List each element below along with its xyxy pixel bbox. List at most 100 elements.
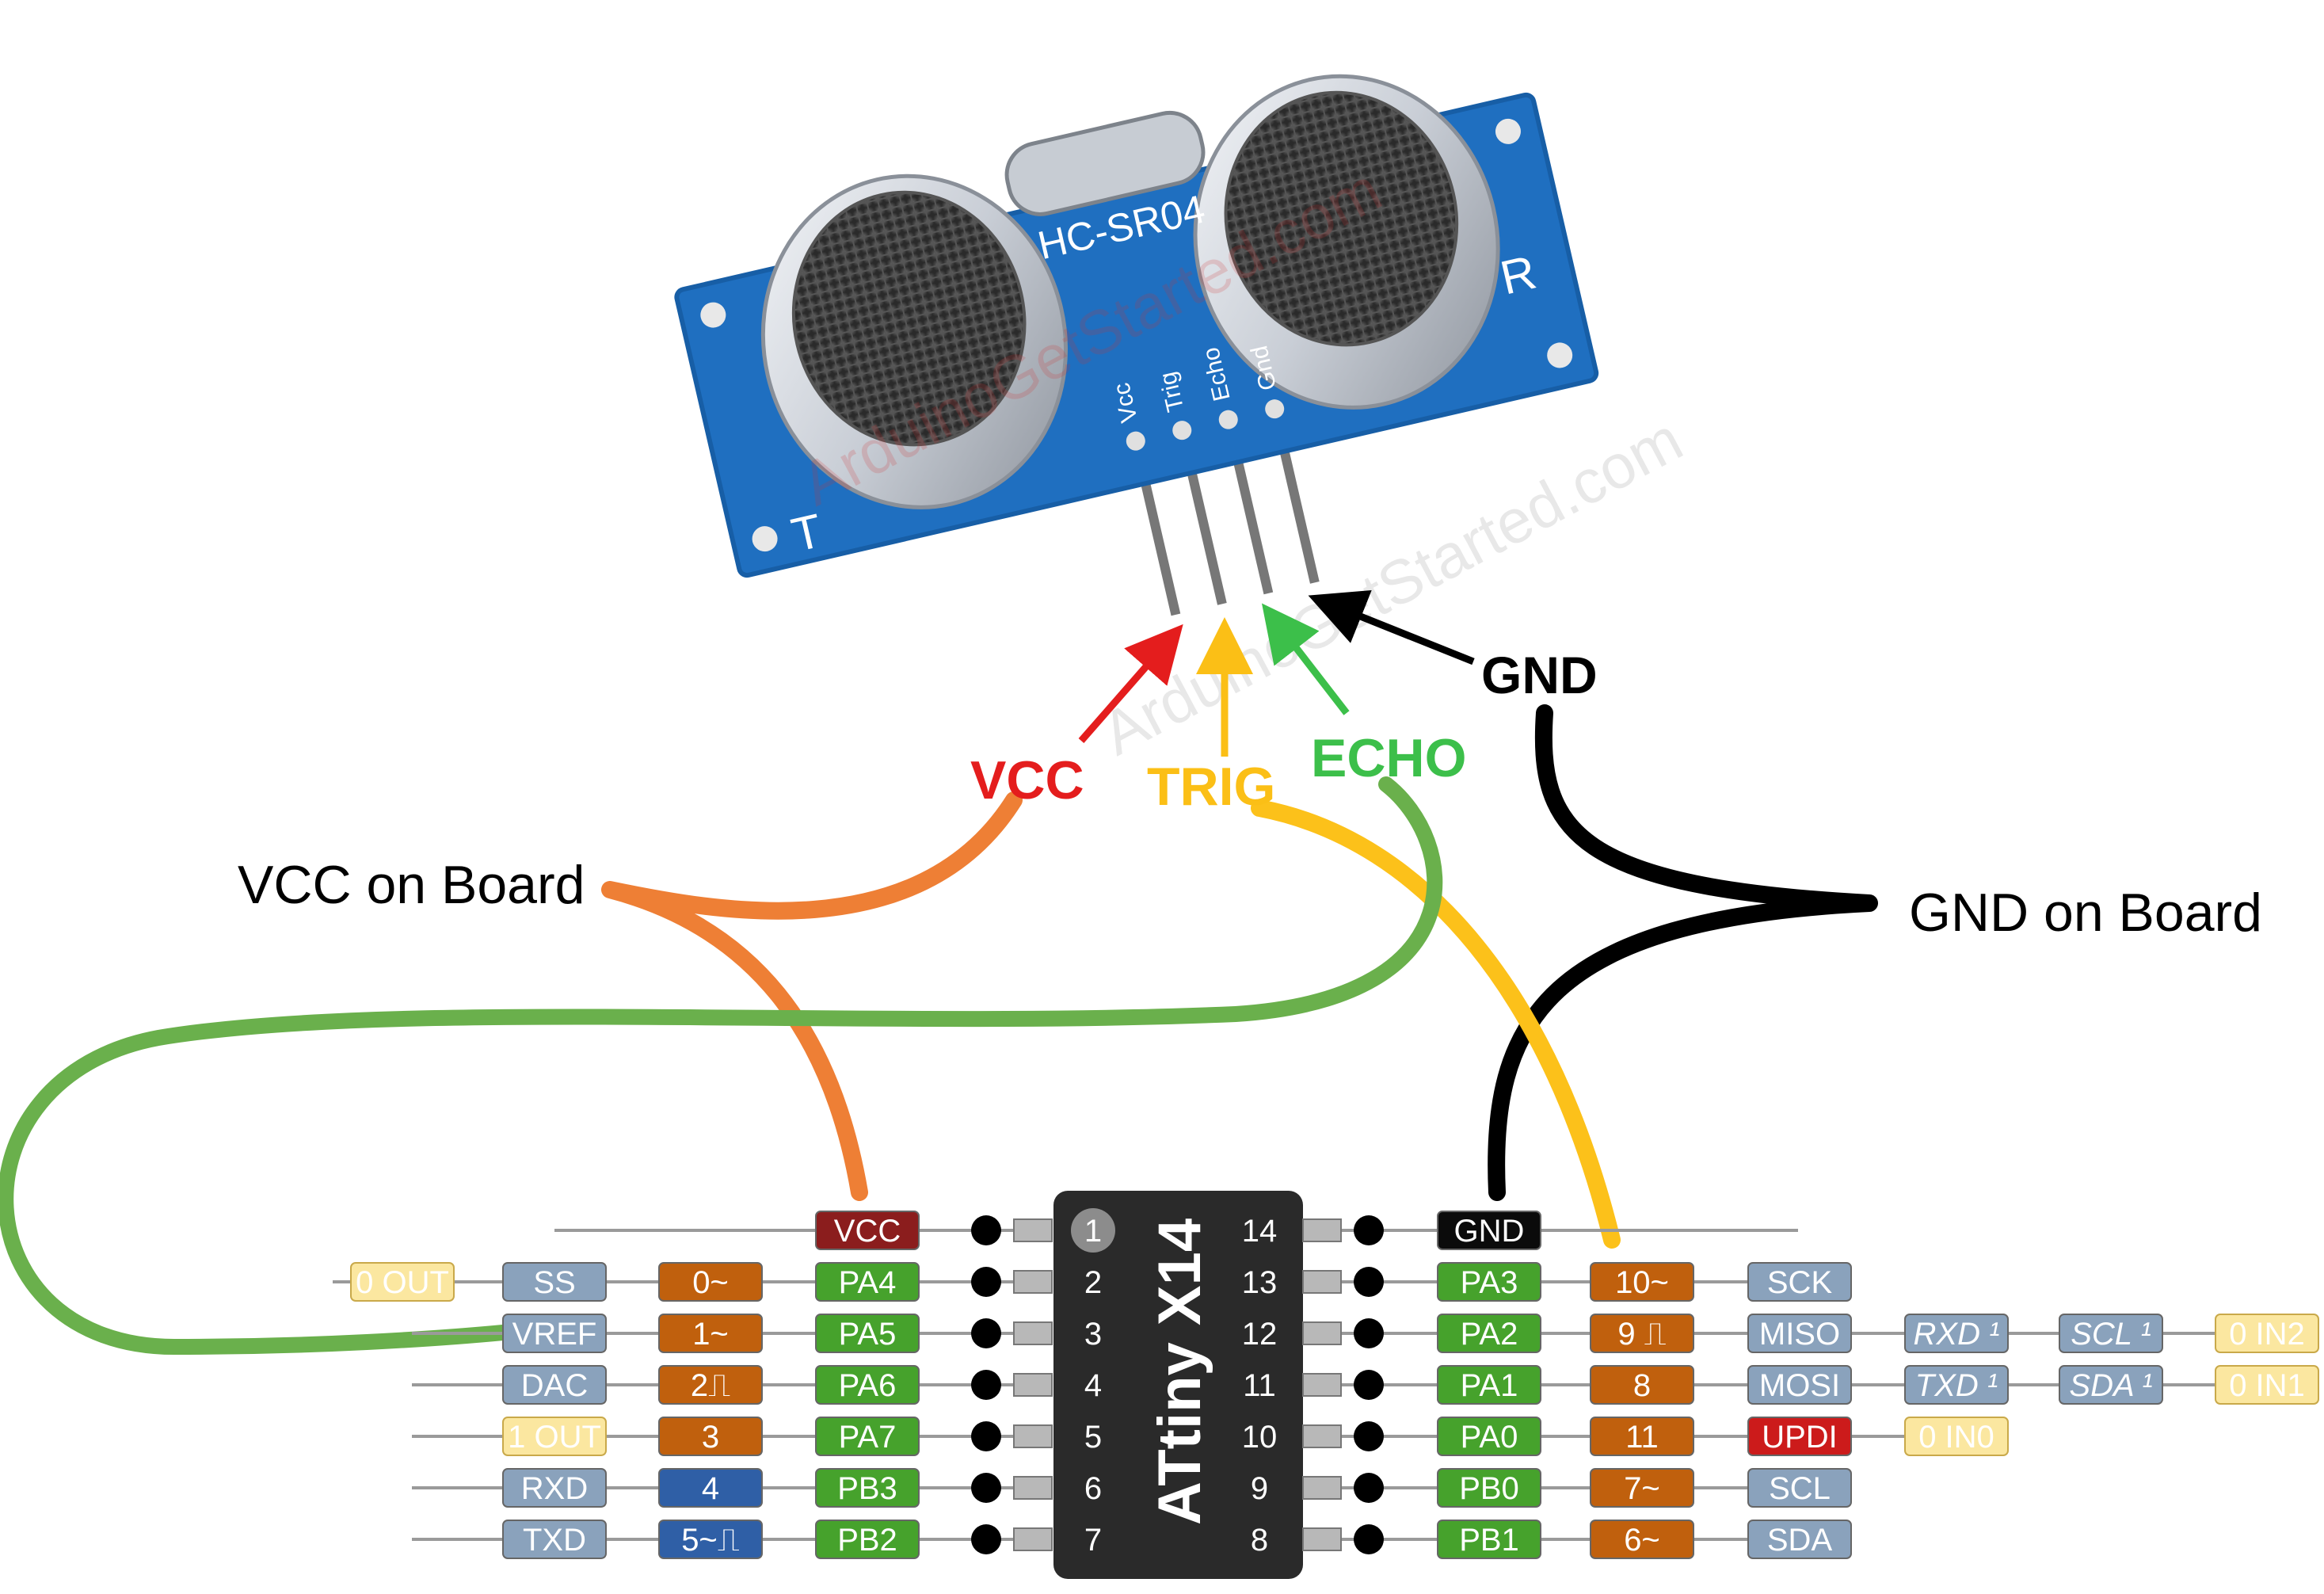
right-pin-14-leg — [1302, 1218, 1342, 1242]
left-pin-4-leg — [1013, 1373, 1053, 1397]
vcc-on-board-label: VCC on Board — [238, 855, 585, 915]
chip-pin-11-number: 11 — [1243, 1368, 1276, 1403]
gnd-wire — [1488, 704, 1878, 1201]
right-row-1-digital-box — [1590, 1262, 1694, 1302]
left-row-4-function-box — [502, 1417, 607, 1456]
left-pin-5-dot — [971, 1421, 1001, 1451]
right-pin-9-leg — [1302, 1476, 1342, 1500]
chip-pin-6-number: 6 — [1084, 1471, 1102, 1506]
left-pin-1-leg — [1013, 1218, 1053, 1242]
chip-pin-1-number: 1 — [1084, 1214, 1102, 1249]
pin1-marker — [1071, 1208, 1115, 1253]
left-row-4-function: 1 OUT — [508, 1420, 601, 1455]
right-row-4-function-box — [1747, 1417, 1852, 1456]
vcc-signal-label: VCC — [970, 750, 1084, 810]
left-row-4-port: PA7 — [839, 1420, 897, 1455]
right-row-5-digital: 7~ — [1624, 1471, 1660, 1506]
right-row-1-function-box — [1747, 1262, 1852, 1302]
right-row-3-function-box — [1747, 1365, 1852, 1405]
left-row-2-port: PA5 — [839, 1317, 897, 1352]
right-row-2-port: PA2 — [1461, 1317, 1518, 1352]
right-row-2-digital-box — [1590, 1314, 1694, 1353]
attiny-chip: ATtiny X14 — [1053, 1191, 1303, 1579]
right-row-2-function-box — [1747, 1314, 1852, 1353]
left-row-1-digital: 0~ — [692, 1265, 729, 1300]
right-row-6-function-box — [1747, 1520, 1852, 1559]
chip-pin-12-number: 12 — [1242, 1317, 1278, 1352]
right-row-3-function: MOSI — [1759, 1368, 1840, 1403]
echo-signal-label: ECHO — [1311, 728, 1466, 788]
chip-pin-5-number: 5 — [1084, 1420, 1102, 1455]
right-row-2-alt1: RXD ¹ — [1914, 1317, 2000, 1352]
right-pin-13-dot — [1354, 1267, 1384, 1297]
trig-signal-label: TRIG — [1147, 757, 1275, 817]
right-row-1-function: SCK — [1767, 1265, 1833, 1300]
right-pin-9-dot — [1354, 1473, 1384, 1503]
right-row-1-port-box — [1437, 1262, 1541, 1302]
left-row-1-digital-box — [658, 1262, 763, 1302]
right-row-4-function: UPDI — [1762, 1420, 1838, 1455]
right-row-3-extra: 0 IN1 — [2229, 1368, 2305, 1403]
right-row-2-alt2: SCL ¹ — [2071, 1317, 2151, 1352]
left-row-5-function: RXD — [521, 1471, 588, 1506]
chip-pin-3-number: 3 — [1084, 1317, 1102, 1352]
left-row-0-port-box — [815, 1211, 920, 1250]
left-row-1-function-box — [502, 1262, 607, 1302]
left-pin-6-leg — [1013, 1476, 1053, 1500]
left-pin-4-dot — [971, 1370, 1001, 1400]
wires — [0, 704, 1878, 1356]
left-pin-7-dot — [971, 1524, 1001, 1554]
right-pin-12-dot — [1354, 1318, 1384, 1348]
gnd-on-board-label: GND on Board — [1909, 883, 2262, 943]
receiver-transducer — [1193, 74, 1500, 410]
right-row-3-alt1-box — [1904, 1365, 2009, 1405]
right-row-1-port: PA3 — [1461, 1265, 1518, 1300]
right-row-2-extra-box — [2215, 1314, 2319, 1353]
left-row-0-port: VCC — [834, 1214, 901, 1249]
crystal — [1004, 110, 1206, 216]
chip-pin-13-number: 13 — [1242, 1265, 1278, 1300]
right-row-2-alt2-box — [2059, 1314, 2163, 1353]
right-row-2-alt1-box — [1904, 1314, 2009, 1353]
left-row-6-function: TXD — [523, 1523, 586, 1558]
left-row-1-port: PA4 — [839, 1265, 897, 1300]
left-row-4-port-box — [815, 1417, 920, 1456]
right-row-3-digital-box — [1590, 1365, 1694, 1405]
right-pin-14-dot — [1354, 1215, 1384, 1245]
left-row-5-port-box — [815, 1468, 920, 1508]
left-row-5-function-box — [502, 1468, 607, 1508]
left-pin-2-leg — [1013, 1270, 1053, 1294]
right-row-3-port-box — [1437, 1365, 1541, 1405]
right-pin-10-leg — [1302, 1424, 1342, 1448]
left-pin-1-dot — [971, 1215, 1001, 1245]
right-row-3-digital: 8 — [1633, 1368, 1651, 1403]
right-row-2-port-box — [1437, 1314, 1541, 1353]
right-row-2-digital: 9 ⎍ — [1617, 1317, 1666, 1352]
right-row-4-port-box — [1437, 1417, 1541, 1456]
right-row-5-digital-box — [1590, 1468, 1694, 1508]
right-pin-8-dot — [1354, 1524, 1384, 1554]
right-row-3-extra-box — [2215, 1365, 2319, 1405]
left-row-3-function: DAC — [521, 1368, 588, 1403]
vcc-wire — [601, 791, 1023, 1201]
right-row-1-digital: 10~ — [1615, 1265, 1669, 1300]
right-row-3-port: PA1 — [1461, 1368, 1518, 1403]
right-row-0-port: GND — [1454, 1214, 1525, 1249]
left-row-2-function: VREF — [512, 1317, 597, 1352]
chip-pin-4-number: 4 — [1084, 1368, 1102, 1403]
chip-pin-7-number: 7 — [1084, 1523, 1102, 1558]
right-row-2-function: MISO — [1759, 1317, 1840, 1352]
right-pin-13-leg — [1302, 1270, 1342, 1294]
left-row-4-digital-box — [658, 1417, 763, 1456]
left-pin-2-dot — [971, 1267, 1001, 1297]
right-row-6-port-box — [1437, 1520, 1541, 1559]
left-row-2-port-box — [815, 1314, 920, 1353]
right-pin-8-leg — [1302, 1527, 1342, 1551]
left-row-3-port-box — [815, 1365, 920, 1405]
right-row-5-port-box — [1437, 1468, 1541, 1508]
left-row-1-extra: 0 OUT — [356, 1265, 449, 1300]
right-row-6-function: SDA — [1767, 1523, 1833, 1558]
right-row-4-port: PA0 — [1461, 1420, 1518, 1455]
